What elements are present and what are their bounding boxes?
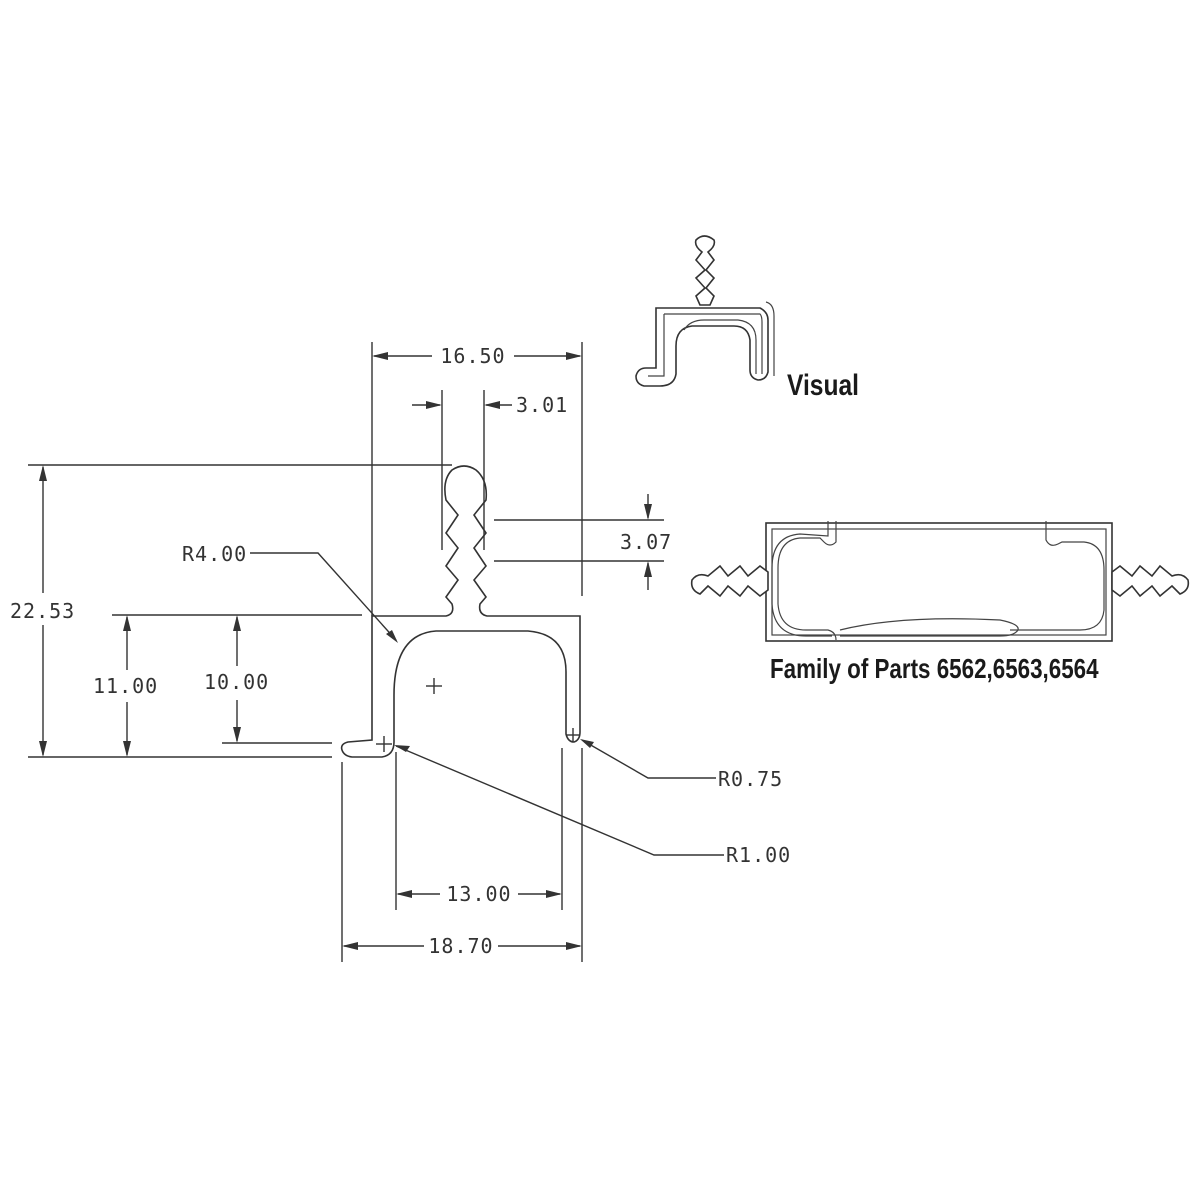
radius-mid: R1.00	[726, 843, 791, 867]
dimension-labels: 16.50 3.01 3.07 22.53 11.00 10.00 13.00 …	[10, 344, 791, 958]
dim-tooth-pitch: 3.07	[620, 530, 672, 554]
dim-overall-width: 18.70	[428, 934, 493, 958]
family-label: Family of Parts 6562,6563,6564	[770, 654, 1099, 685]
dim-tongue-width: 3.01	[516, 393, 568, 417]
main-profile	[340, 465, 581, 758]
radius-big: R4.00	[182, 542, 247, 566]
dim-overall-height: 22.53	[10, 599, 75, 623]
family-profile	[690, 521, 1190, 642]
radius-small: R0.75	[718, 767, 783, 791]
dimension-lines	[28, 342, 724, 962]
dim-inner-width: 13.00	[446, 882, 511, 906]
visual-label: Visual	[787, 368, 859, 402]
dim-width-top: 16.50	[440, 344, 505, 368]
dim-channel-height: 11.00	[93, 674, 158, 698]
dim-inner-height: 10.00	[204, 670, 269, 694]
visual-profile	[635, 235, 775, 387]
